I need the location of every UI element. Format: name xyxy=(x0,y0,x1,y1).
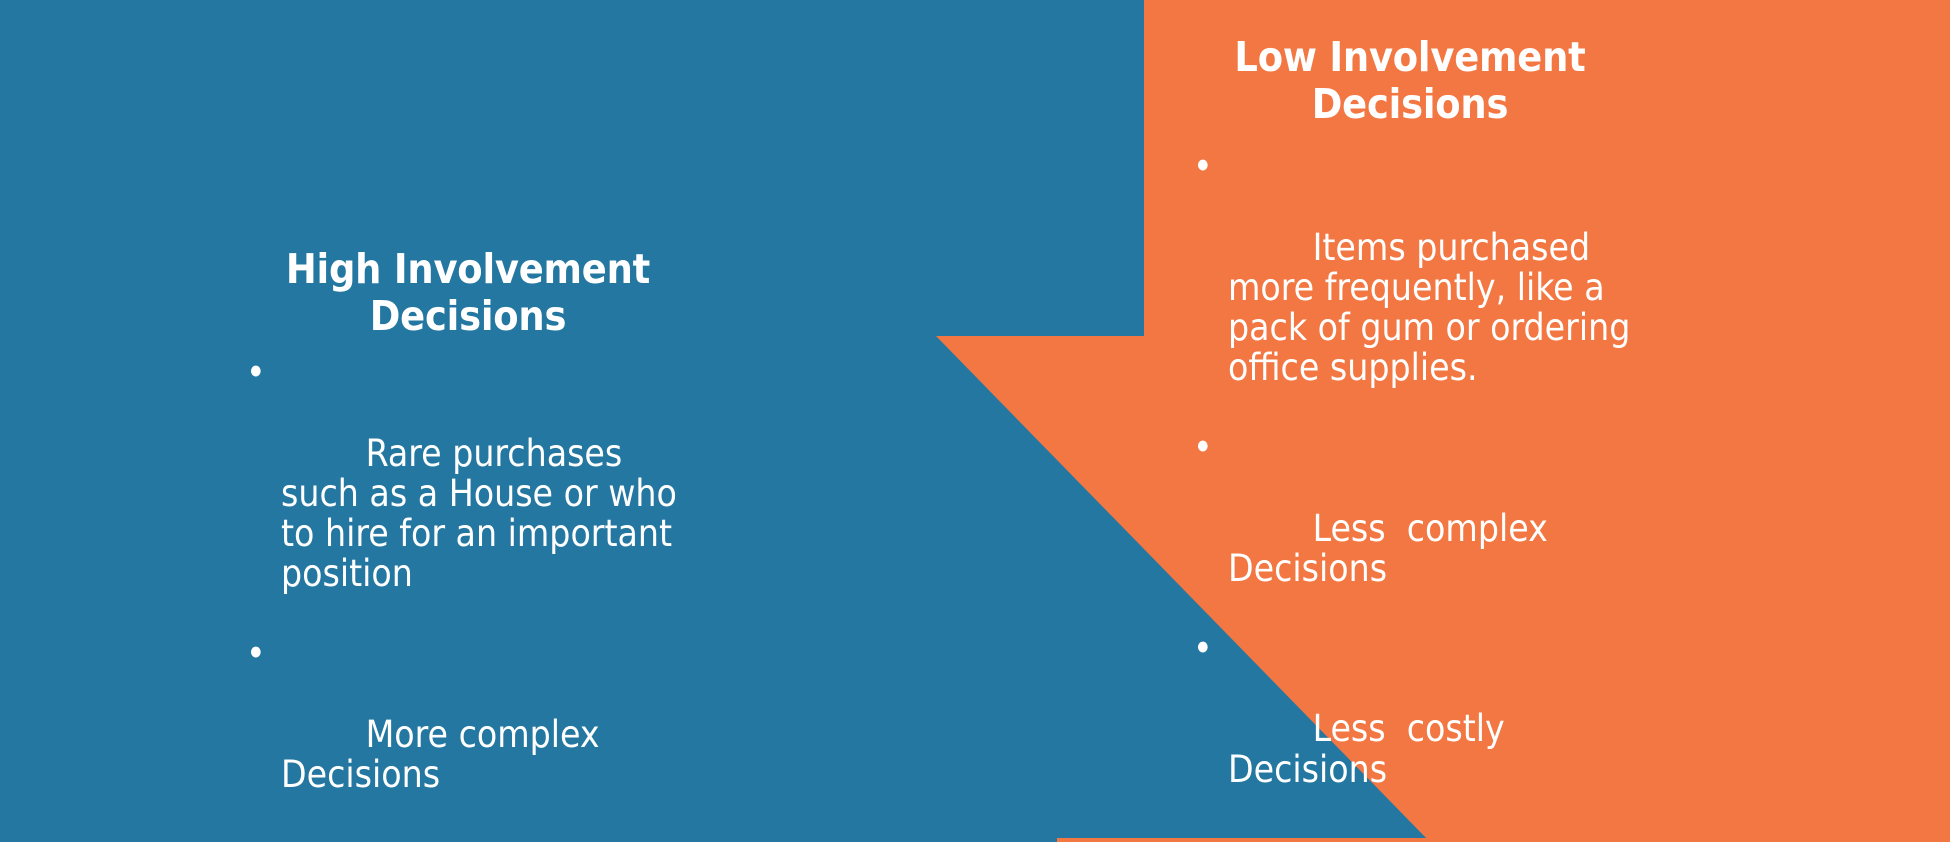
low-involvement-column: Low Involvement Decisions • Items purcha… xyxy=(1175,34,1645,842)
list-item-label: Rare purchases such as a House or who to… xyxy=(281,431,688,596)
orange-bottom-strip xyxy=(1057,838,1950,842)
bullet-icon: • xyxy=(246,835,266,842)
bullet-icon: • xyxy=(1193,426,1213,470)
bullet-icon: • xyxy=(1193,627,1213,671)
list-item-label: Items purchased more frequently, like a … xyxy=(1228,225,1641,390)
low-involvement-heading: Low Involvement Decisions xyxy=(1234,33,1586,128)
low-involvement-bullet-list: • Items purchased more frequently, like … xyxy=(1175,147,1645,842)
list-item: • Less complex Decisions xyxy=(1175,428,1645,629)
list-item-label: More complex Decisions xyxy=(281,712,611,796)
list-item: • Items purchased more frequently, like … xyxy=(1175,147,1645,428)
list-item-label: Less costly Decisions xyxy=(1228,707,1516,791)
high-involvement-bullet-list: • Rare purchases such as a House or who … xyxy=(228,353,708,842)
list-item: • Less costly Decisions xyxy=(1175,629,1645,830)
list-item: • Less time invested in making the decis… xyxy=(1175,829,1645,842)
list-item-label: Less complex Decisions xyxy=(1228,506,1559,590)
bullet-icon: • xyxy=(246,632,266,676)
bullet-icon: • xyxy=(246,351,266,395)
high-involvement-heading: High Involvement Decisions xyxy=(285,245,651,340)
list-item: • More complex Decisions xyxy=(228,634,708,835)
bullet-icon: • xyxy=(1193,145,1213,189)
list-item: • Rare purchases such as a House or who … xyxy=(228,353,708,634)
high-involvement-column: High Involvement Decisions • Rare purcha… xyxy=(228,246,708,842)
list-item: • More costly Decisions xyxy=(228,835,708,842)
bullet-icon: • xyxy=(1193,829,1213,842)
